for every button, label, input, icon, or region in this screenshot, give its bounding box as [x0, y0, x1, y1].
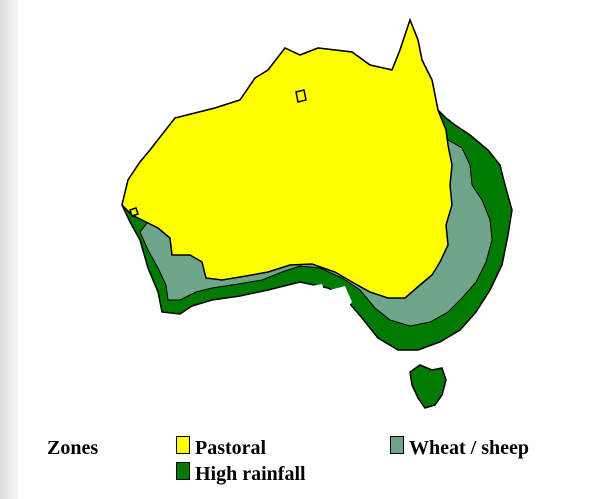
legend-swatch-wheat-sheep	[390, 436, 404, 454]
gulf-notch	[330, 286, 352, 312]
legend-label-high-rainfall: High rainfall	[195, 463, 306, 485]
legend-swatch-high-rainfall	[176, 462, 190, 480]
legend-title: Zones	[47, 437, 99, 459]
zone-pastoral	[121, 17, 453, 299]
legend-label-wheat-sheep: Wheat / sheep	[409, 437, 529, 459]
legend-label-pastoral: Pastoral	[195, 437, 267, 459]
island	[295, 89, 307, 103]
tasmania	[409, 364, 447, 409]
window-edge-strip	[0, 0, 18, 499]
gulf-notch	[312, 284, 326, 296]
island	[129, 207, 139, 217]
legend-swatch-pastoral	[176, 436, 190, 454]
